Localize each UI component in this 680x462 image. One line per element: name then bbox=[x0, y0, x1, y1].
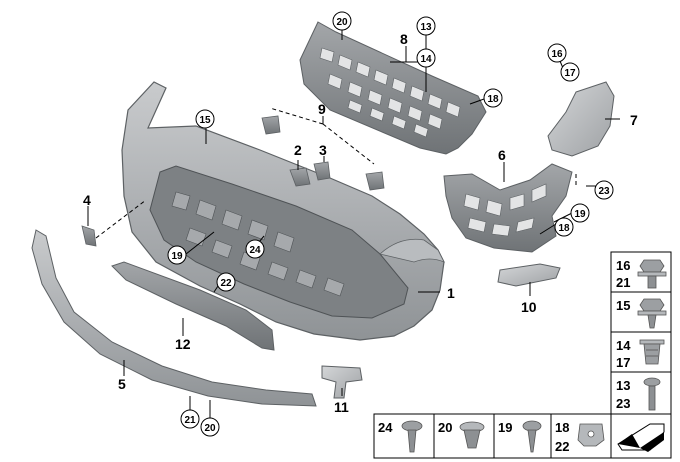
legend-14: 14 bbox=[616, 338, 631, 353]
upper-carrier-part bbox=[299, 21, 487, 155]
label-7: 7 bbox=[630, 112, 638, 128]
spoiler-lip-part bbox=[31, 229, 317, 407]
flange-bolt-icon bbox=[637, 259, 667, 289]
callout-19: 19 bbox=[574, 209, 586, 220]
legend-22: 22 bbox=[555, 439, 569, 454]
callout-16: 16 bbox=[551, 49, 563, 60]
callout-14: 14 bbox=[420, 54, 432, 65]
direction-arrow-icon bbox=[617, 423, 665, 452]
callout-15: 15 bbox=[199, 115, 211, 126]
legend-20: 20 bbox=[438, 420, 452, 435]
spring-nut-clip-icon bbox=[577, 423, 605, 447]
callout-21: 21 bbox=[184, 415, 196, 426]
leader-lines bbox=[87, 30, 620, 418]
label-8: 8 bbox=[400, 31, 408, 47]
callout-20: 20 bbox=[336, 17, 348, 28]
label-11: 11 bbox=[334, 399, 349, 415]
callout-23: 23 bbox=[598, 186, 610, 197]
part-number-labels: 1 2 3 4 5 6 7 8 9 10 11 12 bbox=[83, 31, 638, 415]
label-2: 2 bbox=[294, 142, 302, 158]
legend-24: 24 bbox=[378, 420, 393, 435]
fastener-legend-right: 16 21 15 14 17 13 23 bbox=[610, 251, 672, 415]
callout-13: 13 bbox=[420, 22, 432, 33]
callout-24: 24 bbox=[249, 245, 261, 256]
clip-part bbox=[81, 225, 97, 247]
bumper-cover-part bbox=[121, 81, 445, 341]
callout-19: 19 bbox=[171, 251, 183, 262]
callout-numbers: 20 13 14 18 16 17 15 23 19 18 19 24 22 2… bbox=[171, 17, 610, 434]
callout-bubbles bbox=[167, 11, 614, 437]
small-bracket-part bbox=[321, 365, 363, 399]
label-5: 5 bbox=[118, 376, 126, 392]
legend-19: 19 bbox=[498, 420, 512, 435]
label-12: 12 bbox=[175, 336, 191, 352]
fastener-legend-bottom: 24 20 19 18 22 bbox=[373, 413, 672, 459]
legend-13: 13 bbox=[616, 378, 630, 393]
callout-22: 22 bbox=[220, 278, 232, 289]
bracket-9a-part bbox=[261, 115, 281, 135]
label-9: 9 bbox=[318, 101, 326, 117]
label-3: 3 bbox=[319, 142, 327, 158]
legend-23: 23 bbox=[616, 396, 630, 411]
flange-screw-icon bbox=[637, 298, 667, 329]
grille-insert-part bbox=[497, 263, 561, 287]
self-tapping-screw-icon bbox=[522, 420, 542, 453]
callout-20: 20 bbox=[204, 423, 216, 434]
bracket-3-part bbox=[313, 161, 331, 181]
label-6: 6 bbox=[498, 147, 506, 163]
side-bracket-part bbox=[547, 81, 615, 157]
callout-18: 18 bbox=[558, 223, 570, 234]
lower-carrier-part bbox=[443, 163, 573, 253]
threaded-insert-icon bbox=[639, 339, 665, 365]
label-1: 1 bbox=[447, 285, 455, 301]
long-screw-icon bbox=[643, 377, 661, 411]
expansion-rivet-icon bbox=[459, 421, 485, 449]
callout-18: 18 bbox=[487, 94, 499, 105]
legend-15: 15 bbox=[616, 298, 630, 313]
legend-17: 17 bbox=[616, 355, 630, 370]
label-10: 10 bbox=[521, 299, 537, 315]
bracket-2-part bbox=[289, 167, 311, 187]
pan-screw-icon bbox=[401, 420, 423, 453]
legend-18: 18 bbox=[555, 420, 569, 435]
lower-strip-part bbox=[111, 261, 275, 351]
bracket-9b-part bbox=[365, 171, 385, 191]
legend-16: 16 bbox=[616, 258, 630, 273]
legend-21: 21 bbox=[616, 275, 630, 290]
label-4: 4 bbox=[83, 192, 91, 208]
callout-17: 17 bbox=[564, 68, 576, 79]
